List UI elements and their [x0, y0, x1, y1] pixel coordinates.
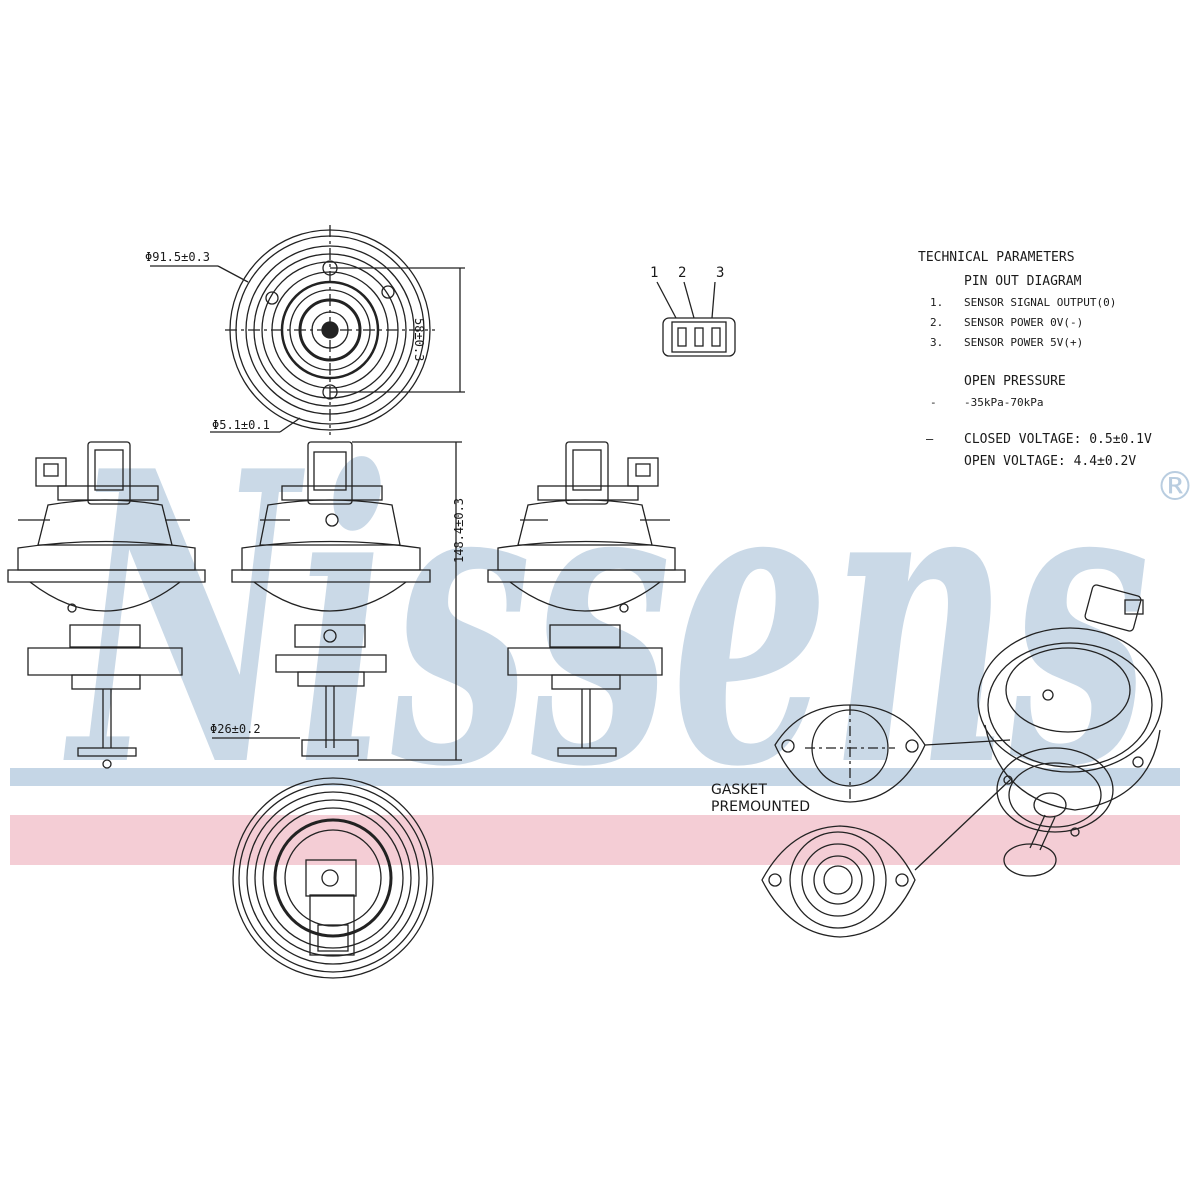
connector-pin-3: 3	[716, 265, 725, 281]
pin-3-num: 3.	[930, 336, 944, 349]
watermark-logo: Nissens	[62, 385, 1150, 855]
side-view-right	[487, 441, 686, 757]
dim-valve-diameter: Φ26±0.2	[210, 722, 261, 736]
open-pressure-title: OPEN PRESSURE	[964, 374, 1066, 389]
open-pressure-value: -35kPa-70kPa	[964, 396, 1044, 409]
watermark-pink-band	[10, 815, 1180, 865]
watermark-blue-band	[10, 768, 1180, 786]
pin-out-title: PIN OUT DIAGRAM	[964, 274, 1082, 289]
closed-voltage: CLOSED VOLTAGE: 0.5±0.1V	[964, 432, 1152, 447]
open-pressure-dash: -	[930, 396, 937, 409]
pin-1-num: 1.	[930, 296, 944, 309]
side-view-left	[7, 441, 206, 769]
pin-3-text: SENSOR POWER 5V(+)	[964, 336, 1084, 349]
gasket-view	[774, 704, 1011, 803]
side-view-center	[212, 441, 462, 761]
gasket-label-line1: GASKET	[711, 782, 767, 798]
technical-title: TECHNICAL PARAMETERS	[918, 250, 1075, 265]
connector-pinout	[656, 281, 736, 357]
dim-height: 148.4±0.3	[452, 497, 466, 563]
isometric-view	[977, 584, 1163, 877]
open-voltage: OPEN VOLTAGE: 4.4±0.2V	[964, 454, 1137, 469]
connector-pin-2: 2	[678, 265, 687, 281]
pin-2-num: 2.	[930, 316, 944, 329]
dim-bolt-spacing: 58±0.3	[412, 318, 426, 362]
voltage-dash: —	[926, 432, 934, 446]
flange-detail-view	[761, 779, 1011, 938]
watermark-registered-mark: ®	[1155, 464, 1195, 510]
bottom-view	[232, 777, 434, 979]
pin-2-text: SENSOR POWER 0V(-)	[964, 316, 1084, 329]
gasket-label-line2: PREMOUNTED	[711, 799, 811, 815]
connector-pin-1: 1	[650, 265, 659, 281]
pin-1-text: SENSOR SIGNAL OUTPUT(0)	[964, 296, 1117, 309]
top-view-flange	[150, 225, 465, 435]
dim-hole-diameter: Φ5.1±0.1	[212, 418, 270, 432]
dim-outer-diameter: Φ91.5±0.3	[145, 250, 211, 264]
